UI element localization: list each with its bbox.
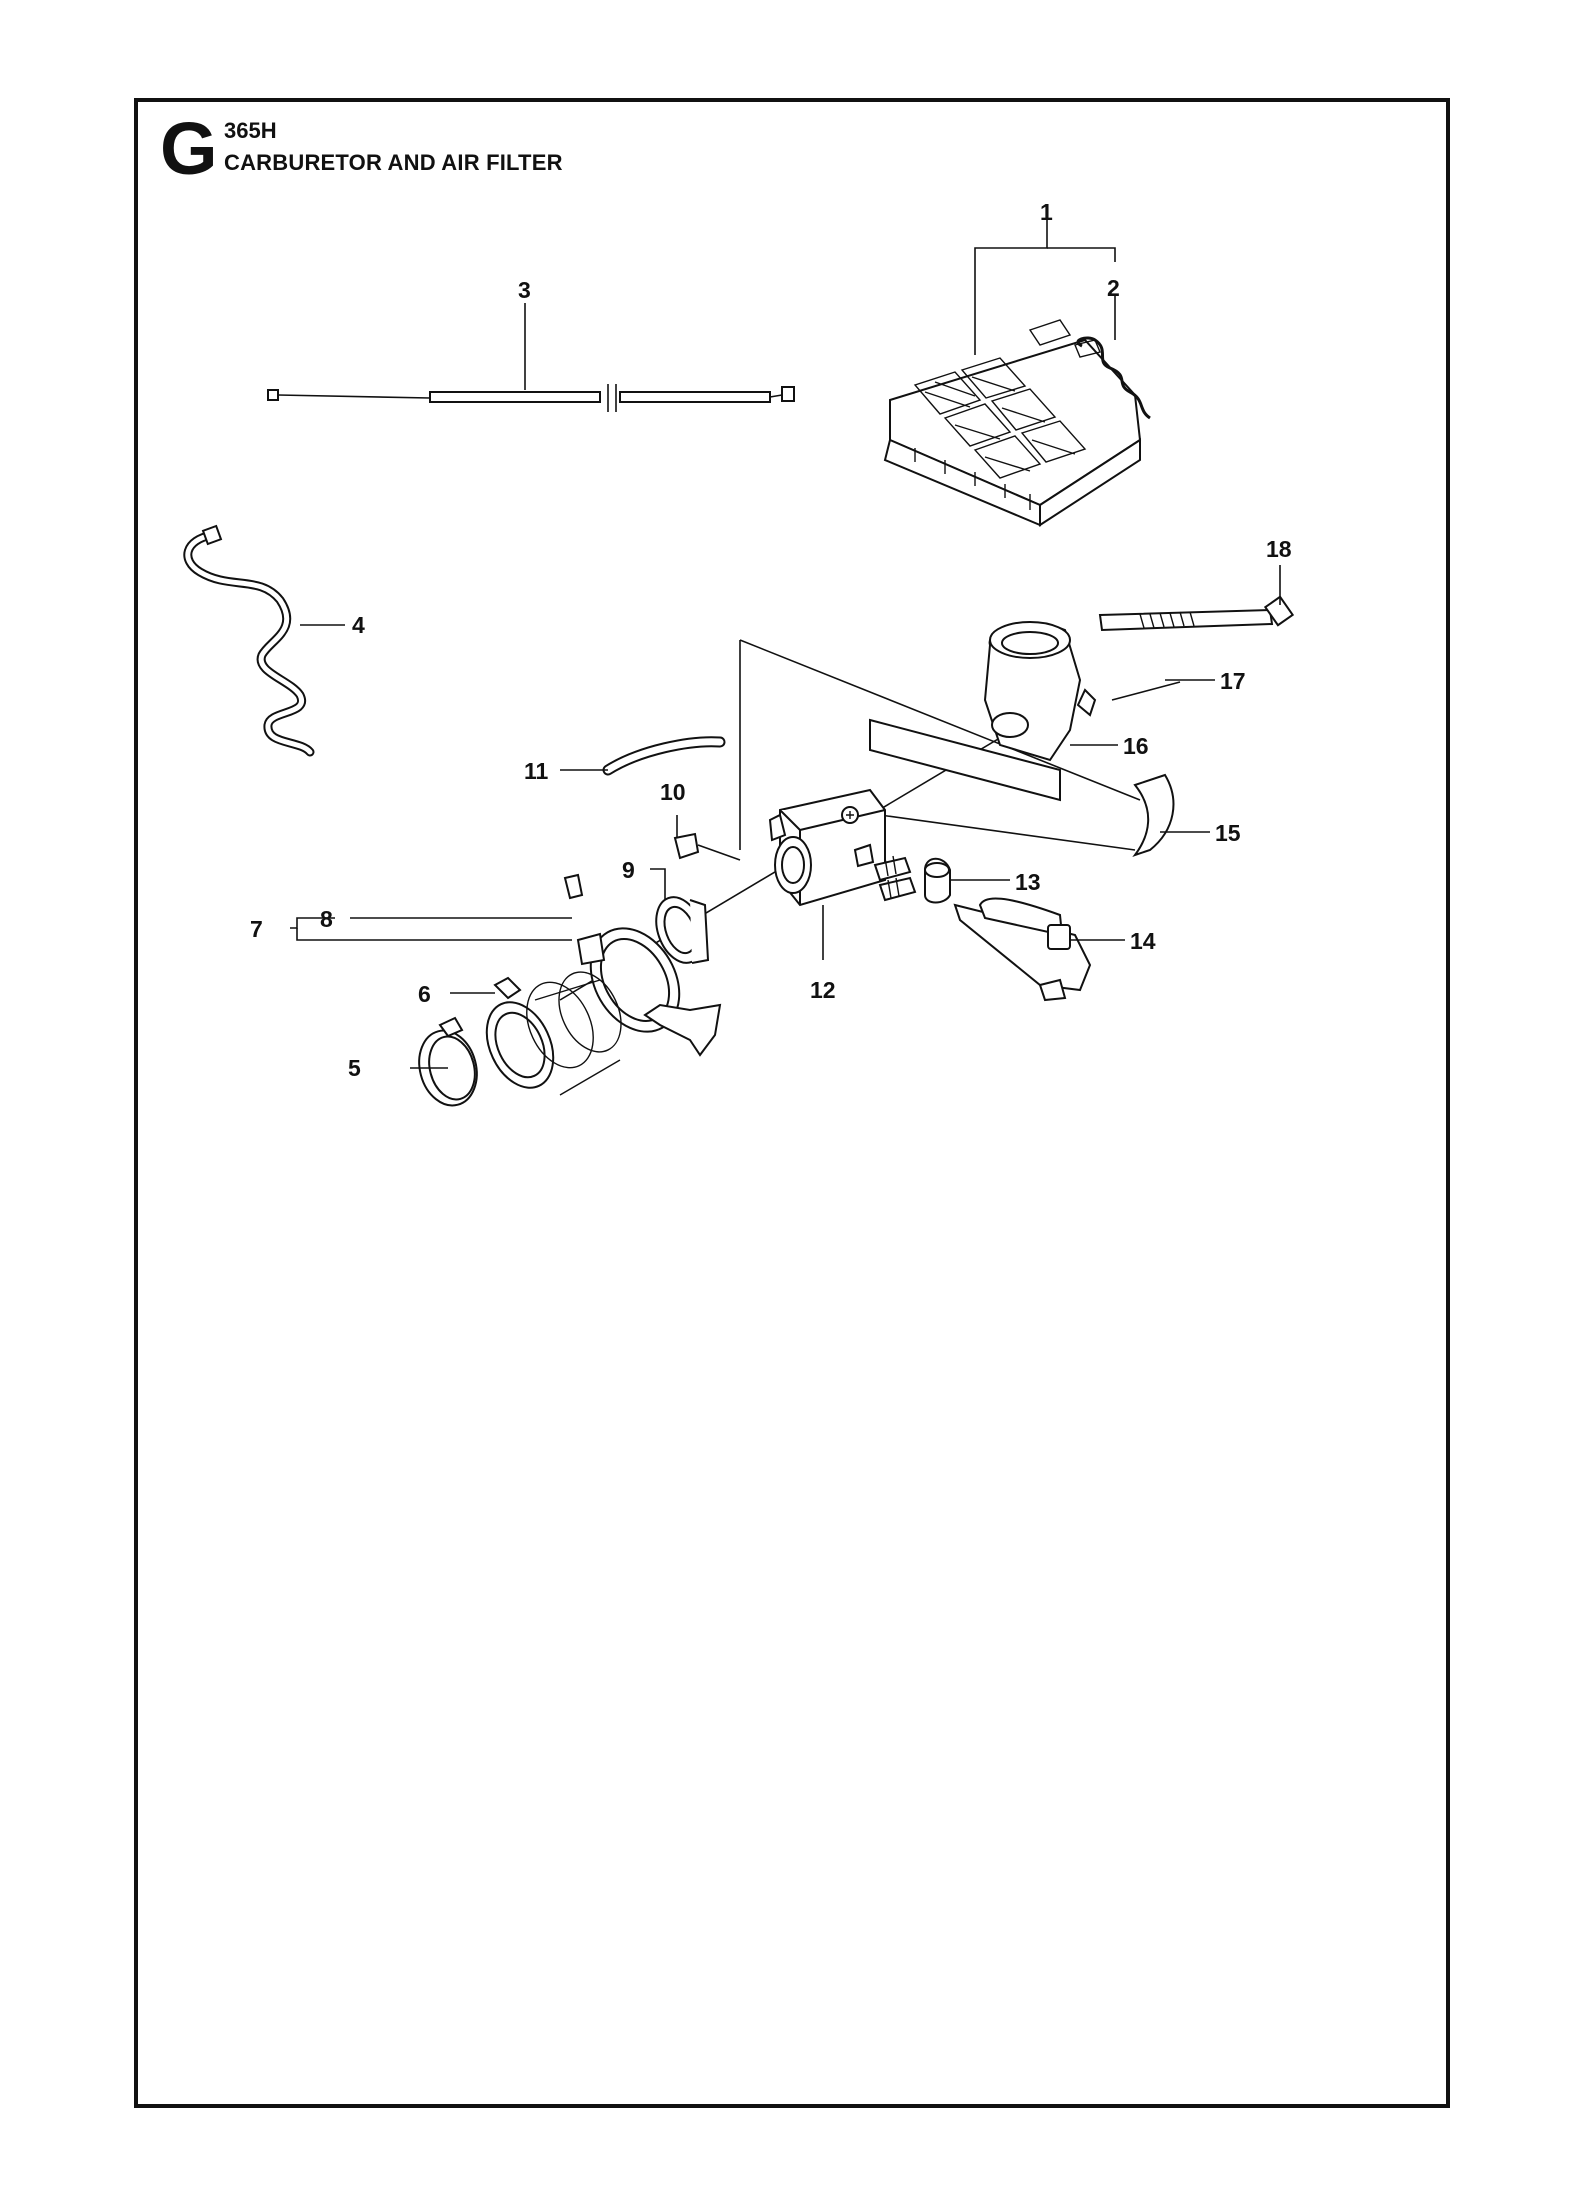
callout-9: 9	[622, 857, 635, 883]
carburetor	[768, 788, 917, 948]
callout-1: 1	[1040, 199, 1053, 225]
callout-6: 6	[418, 981, 431, 1007]
impulse-hose	[602, 736, 726, 776]
intake-ring	[655, 896, 710, 964]
intake-boot	[485, 971, 622, 1096]
callout-5: 5	[348, 1055, 361, 1081]
callout-10: 10	[660, 779, 686, 805]
model-number: 365H	[224, 118, 277, 143]
callout-16: 16	[1123, 733, 1149, 759]
callout-12: 12	[810, 977, 836, 1003]
callout-18: 18	[1266, 536, 1292, 562]
bracket	[953, 897, 1092, 1002]
intake-elbow	[869, 595, 1295, 802]
section-letter: G	[160, 107, 218, 190]
callout-4: 4	[352, 612, 365, 638]
fuel-hose	[183, 524, 315, 757]
callout-labels: 1 2 3 4 5 6 7 8 9 10 11 12 13 14 15 16 1…	[250, 199, 1292, 1081]
nipple-fitting	[673, 832, 741, 861]
clip	[563, 873, 584, 900]
choke-button	[924, 857, 951, 904]
intake-bracket	[576, 927, 722, 1057]
callout-17: 17	[1220, 668, 1246, 694]
air-filter	[883, 319, 1151, 527]
throttle-cable	[267, 384, 795, 412]
page-frame	[134, 98, 1450, 2108]
page-title: CARBURETOR AND AIR FILTER	[224, 150, 563, 175]
leader-lines	[290, 220, 1281, 1069]
choke-lever	[879, 773, 1175, 857]
callout-14: 14	[1130, 928, 1156, 954]
callout-7: 7	[250, 916, 263, 942]
hose-clamp	[418, 1016, 478, 1107]
callout-8: 8	[320, 906, 333, 932]
callout-15: 15	[1215, 820, 1241, 846]
callout-3: 3	[518, 277, 531, 303]
callout-13: 13	[1015, 869, 1041, 895]
callout-2: 2	[1107, 275, 1120, 301]
callout-11: 11	[524, 758, 549, 784]
